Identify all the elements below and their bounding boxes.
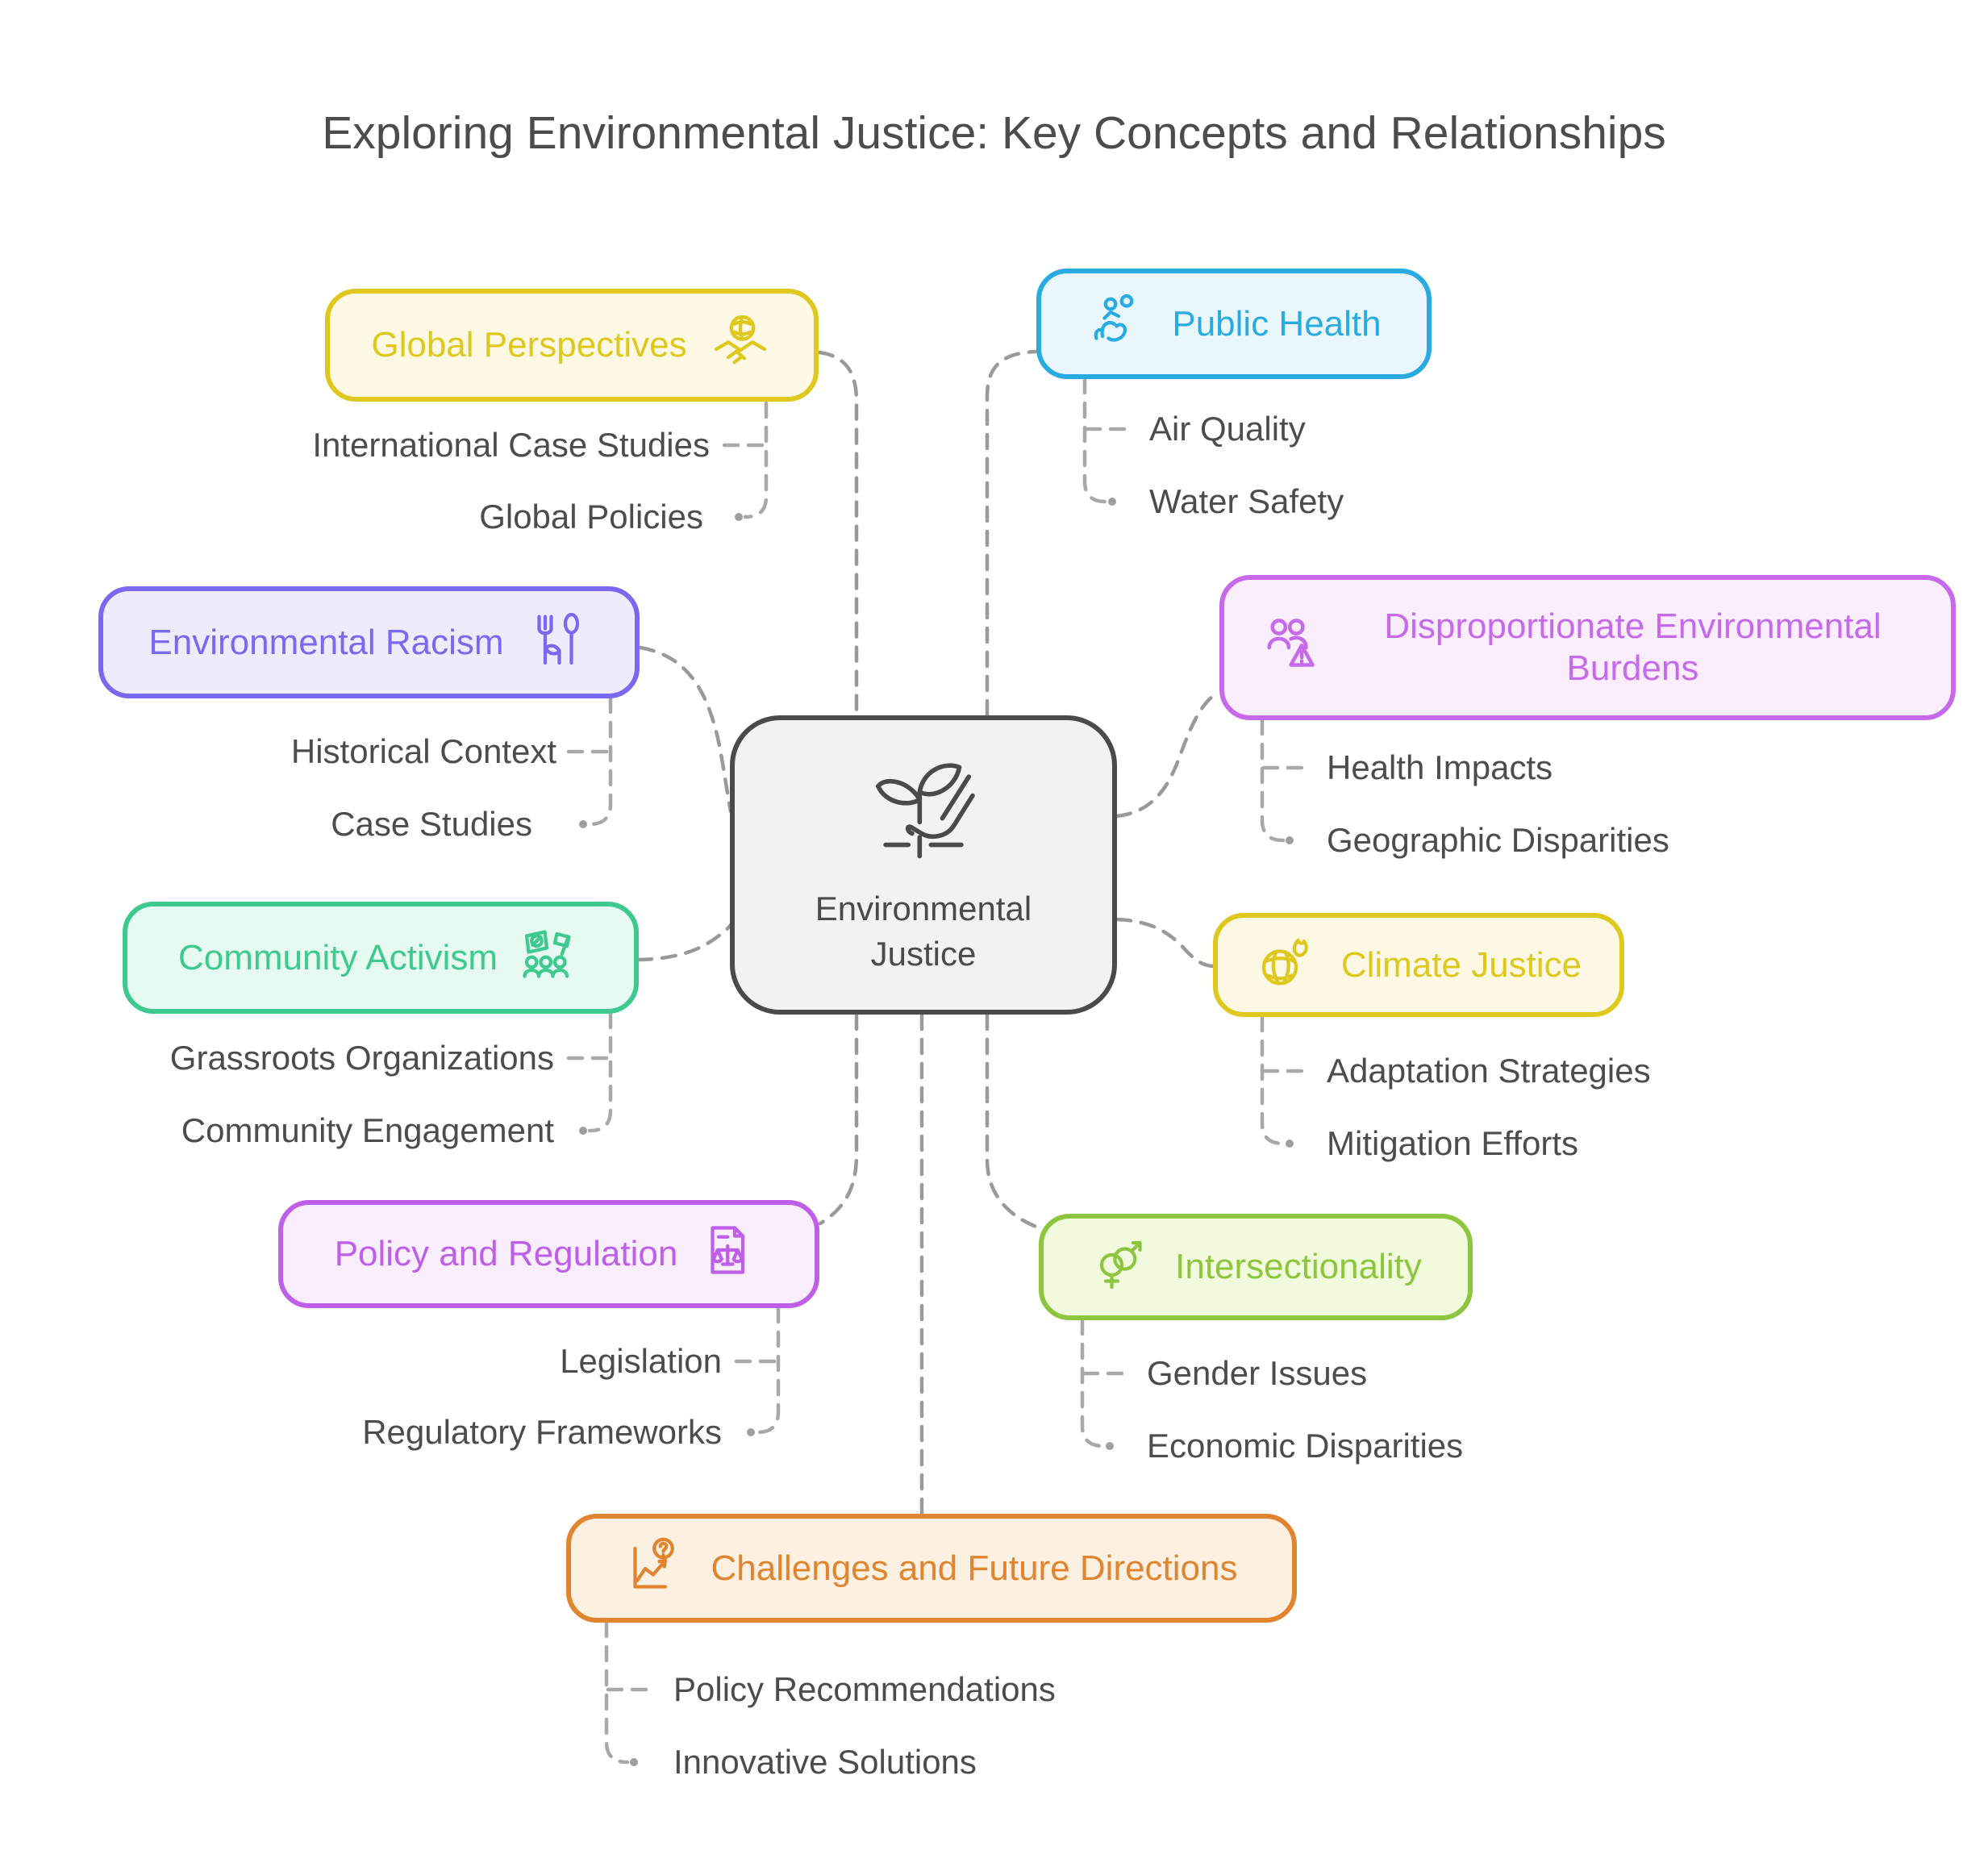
subconnector-global-perspectives [743, 401, 769, 519]
node-label: Environmental Racism [148, 622, 504, 662]
node-label: Environmental Justice [815, 889, 1032, 973]
node-climate-justice[interactable]: Climate Justice [1213, 913, 1624, 1017]
person-health-icon [1086, 292, 1151, 356]
seedling-hand-icon [863, 754, 984, 875]
sub-regulatory-frameworks[interactable]: Regulatory Frameworks [362, 1413, 722, 1451]
sub-policy-recommendations[interactable]: Policy Recommendations [673, 1670, 1056, 1708]
sub-economic-disparities[interactable]: Economic Disparities [1147, 1427, 1464, 1465]
sub-historical-context[interactable]: Historical Context [290, 732, 556, 770]
protest-crowd-icon [519, 926, 583, 990]
node-global-perspectives[interactable]: Global Perspectives [325, 289, 819, 402]
sub-adaptation-strategies[interactable]: Adaptation Strategies [1327, 1052, 1651, 1090]
connector-center-to-policy-regulation [818, 1013, 859, 1226]
node-label: Climate Justice [1340, 944, 1582, 985]
sub-international-case-studies[interactable]: International Case Studies [312, 426, 710, 464]
page-title: Exploring Environmental Justice: Key Con… [322, 107, 1666, 159]
document-scales-icon [698, 1222, 763, 1286]
node-environmental-justice[interactable]: Environmental Justice [730, 715, 1117, 1015]
subconnector-disproportionate-burdens [1260, 718, 1286, 843]
connector-center-to-community-activism [636, 923, 733, 962]
sub-water-safety[interactable]: Water Safety [1149, 482, 1344, 520]
sub-legislation[interactable]: Legislation [560, 1342, 722, 1380]
connector-center-to-environmental-racism [638, 645, 733, 814]
chart-question-icon [625, 1536, 690, 1601]
sub-geographic-disparities[interactable]: Geographic Disparities [1327, 821, 1669, 859]
subconnector-climate-justice [1260, 1015, 1286, 1146]
connector-center-to-intersectionality [985, 1013, 1040, 1230]
people-warning-icon [1261, 613, 1330, 682]
handshake-globe-icon [708, 313, 773, 377]
node-community-activism[interactable]: Community Activism [123, 902, 639, 1014]
node-label: Community Activism [177, 937, 498, 977]
node-label: Public Health [1172, 303, 1382, 344]
connector-center-to-public-health [985, 349, 1038, 717]
node-label: Disproportionate Environmental Burdens [1384, 606, 1882, 688]
sub-air-quality[interactable]: Air Quality [1149, 410, 1306, 448]
node-label: Policy and Regulation [334, 1234, 678, 1273]
gender-symbols-icon [1090, 1235, 1154, 1299]
connector-center-to-disproportionate-burdens [1115, 690, 1221, 819]
sub-global-policies[interactable]: Global Policies [479, 498, 703, 536]
node-environmental-racism[interactable]: Environmental Racism [98, 586, 640, 698]
subconnector-challenges-future [604, 1620, 630, 1765]
node-intersectionality[interactable]: Intersectionality [1039, 1214, 1473, 1320]
node-disproportionate-burdens[interactable]: Disproportionate Environmental Burdens [1219, 575, 1956, 720]
sub-community-engagement[interactable]: Community Engagement [181, 1111, 554, 1149]
node-label: Challenges and Future Directions [711, 1548, 1238, 1588]
subconnector-community-activism [587, 1011, 613, 1133]
node-label: Global Perspectives [371, 325, 687, 365]
fork-spoon-plant-icon [525, 611, 590, 675]
node-label: Intersectionality [1175, 1247, 1422, 1286]
connector-center-to-climate-justice [1115, 917, 1215, 969]
sub-mitigation-efforts[interactable]: Mitigation Efforts [1327, 1124, 1579, 1162]
node-public-health[interactable]: Public Health [1036, 269, 1432, 379]
sub-grassroots-organizations[interactable]: Grassroots Organizations [169, 1039, 554, 1077]
node-challenges-future[interactable]: Challenges and Future Directions [566, 1514, 1297, 1623]
subconnector-policy-regulation [755, 1306, 781, 1435]
subconnector-environmental-racism [587, 696, 613, 827]
sub-innovative-solutions[interactable]: Innovative Solutions [673, 1743, 977, 1781]
subconnector-intersectionality [1080, 1318, 1106, 1448]
sub-gender-issues[interactable]: Gender Issues [1147, 1354, 1368, 1392]
node-policy-regulation[interactable]: Policy and Regulation [278, 1200, 819, 1308]
connector-center-to-global-perspectives [817, 350, 859, 717]
sub-case-studies[interactable]: Case Studies [331, 805, 532, 843]
subconnector-public-health [1082, 377, 1108, 504]
sub-health-impacts[interactable]: Health Impacts [1327, 748, 1553, 786]
burning-globe-icon [1256, 933, 1320, 998]
